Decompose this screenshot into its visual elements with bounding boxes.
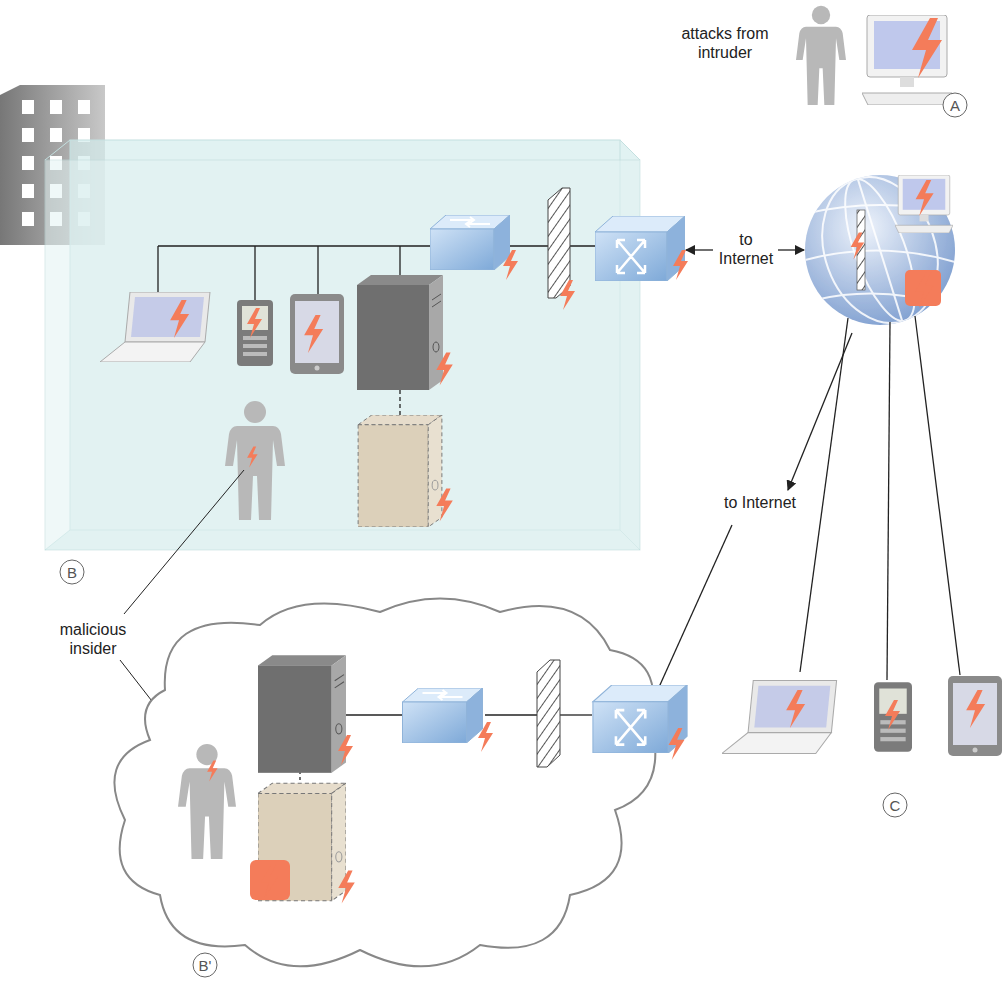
annotation: malicious insider [48, 620, 138, 658]
annotation: attacks from intruder [660, 24, 790, 62]
callout-letter: B [60, 563, 84, 582]
cloud [114, 599, 655, 967]
bus [158, 246, 597, 418]
arrow-label: to Internet [715, 493, 805, 512]
callout-letter: C [883, 796, 907, 815]
callout-letter: A [943, 96, 967, 115]
enterprise-box [45, 140, 640, 550]
callout-letter: B' [193, 956, 217, 975]
internet-globe [800, 161, 960, 340]
arrow-label: to Internet [714, 230, 778, 268]
